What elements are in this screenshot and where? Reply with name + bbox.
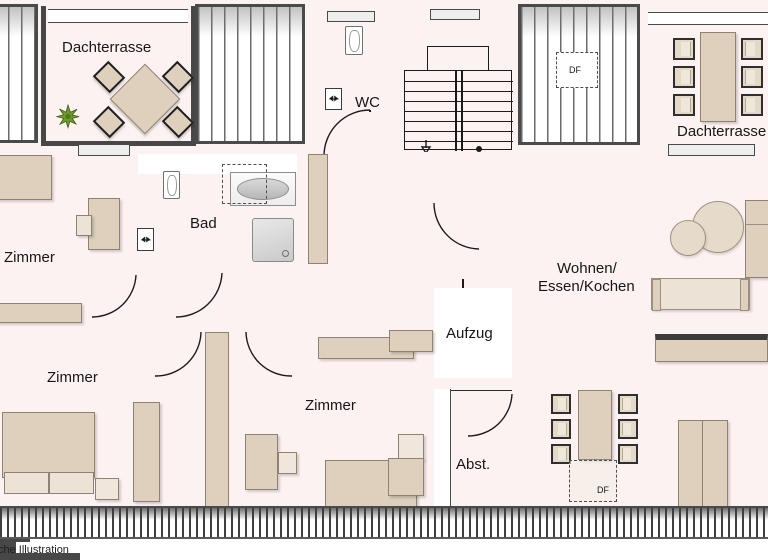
zimmer-left-door-swing (91, 274, 137, 318)
chair (741, 94, 763, 116)
skylight-df-top: DF (556, 52, 598, 88)
skylight-df-bottom-label: DF (597, 485, 609, 495)
room-label-bad: Bad (190, 215, 217, 232)
sideboard-near-aufzug (389, 330, 433, 352)
nightstand-lower-left (95, 478, 119, 500)
bed-lower-left (2, 412, 95, 478)
box-near-abst-1 (398, 434, 424, 460)
abst-door-swing (467, 393, 513, 437)
chair (673, 94, 695, 116)
aufzug-door-mark (462, 279, 464, 288)
room-label-zimmer-lower-left: Zimmer (47, 369, 98, 386)
balcony-railing (0, 508, 768, 538)
bathtub-skylight-dash (222, 164, 267, 204)
aufzug-cabin (434, 288, 512, 378)
bad-upper-band (138, 154, 297, 174)
room-label-zimmer-upper-left: Zimmer (4, 249, 55, 266)
abst-top-line (451, 390, 512, 391)
stair-run (404, 70, 513, 151)
room-label-wc: WC (355, 94, 380, 111)
entrance-door-swing (433, 202, 480, 250)
dining-table-lower (578, 390, 612, 460)
wardrobe-lower-right (678, 420, 728, 508)
room-label-dachterrasse-right: Dachterrasse (677, 123, 767, 140)
potted-plant-icon (55, 103, 80, 129)
desk-center (245, 434, 278, 490)
desk-chair-center (278, 452, 297, 474)
zimmer-lower-left-door-swing (154, 331, 202, 377)
desk-chair-upper-left (76, 215, 92, 236)
dresser-upper-left (0, 303, 82, 323)
room-label-dachterrasse-left: Dachterrasse (62, 39, 152, 56)
chair (618, 394, 638, 414)
room-label-aufzug: Aufzug (446, 325, 493, 342)
tall-cabinet-divider (745, 224, 768, 225)
roof-slope-hatch-left (0, 4, 38, 143)
chair (741, 38, 763, 60)
terrace-left-door-window (78, 144, 130, 156)
box-near-abst-2 (388, 458, 424, 496)
chair (551, 444, 571, 464)
partition-tan-column (205, 332, 229, 508)
chair (673, 66, 695, 88)
roof-slope-hatch-center (195, 4, 305, 144)
stair-start-dot (476, 146, 482, 152)
chair (551, 394, 571, 414)
tv-bench (655, 334, 768, 362)
terrace-left-parapet-window (48, 9, 188, 23)
bad-door-swing (175, 272, 223, 318)
terrace-right-door-window (668, 144, 755, 156)
terrace-right-bottom-wall-2 (0, 542, 16, 553)
bad-window-symbol (137, 228, 154, 251)
balcony-railing-baseline (0, 537, 768, 539)
sofa (651, 278, 750, 311)
bad-toilet (163, 171, 180, 199)
round-table-small (670, 220, 706, 256)
pillow-left (4, 472, 49, 494)
shaft-column (308, 154, 328, 264)
bed-upper-left (0, 155, 52, 200)
wardrobe-lower-right-divider (702, 420, 703, 508)
desk-upper-left (88, 198, 120, 250)
stairwell-window (430, 9, 480, 20)
abst-shaft-strip (434, 389, 451, 508)
chair (618, 444, 638, 464)
shower-tray (252, 218, 294, 262)
wc-window (327, 11, 375, 22)
stair-direction-arrow-icon (420, 140, 432, 155)
wc-door-swing (323, 109, 371, 157)
room-label-abst: Abst. (456, 456, 491, 473)
chair (618, 419, 638, 439)
stair-landing (427, 46, 489, 70)
chair (673, 38, 695, 60)
zimmer-center-door-swing (245, 331, 293, 377)
bathtub (230, 172, 296, 206)
room-label-essen-kochen: Essen/Kochen (538, 278, 635, 295)
dining-table-long (700, 32, 736, 122)
room-label-wohnen: Wohnen/ (557, 260, 617, 277)
tall-cabinet-right (745, 200, 768, 278)
chair (551, 419, 571, 439)
skylight-df-top-label: DF (569, 65, 581, 75)
terrace-right-parapet-window (648, 12, 768, 25)
wc-window-symbol (325, 88, 342, 110)
wardrobe-lower-left (133, 402, 160, 502)
wc-toilet (345, 26, 363, 55)
terrace-left-dining-set (92, 60, 195, 140)
pillow-right (49, 472, 94, 494)
footnote-disclaimer: che Illustration (0, 544, 69, 556)
skylight-df-bottom: DF (569, 460, 617, 502)
wall-below-terrace-left (0, 553, 80, 560)
room-label-zimmer-center: Zimmer (305, 397, 356, 414)
chair (741, 66, 763, 88)
stairwell-lobby-floor (404, 152, 512, 203)
